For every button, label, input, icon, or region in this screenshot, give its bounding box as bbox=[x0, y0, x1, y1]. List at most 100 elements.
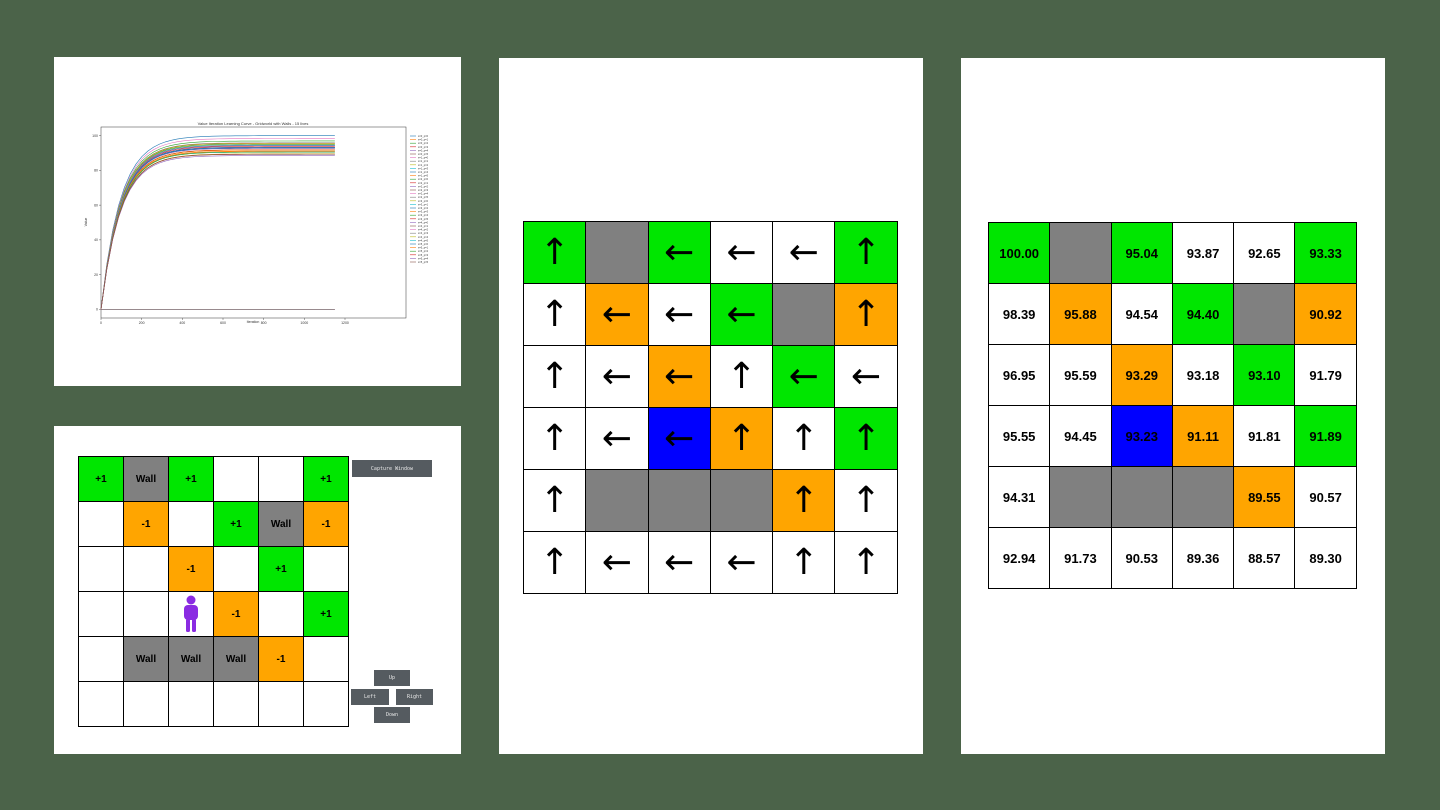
right-button[interactable]: Right bbox=[396, 689, 433, 705]
arrow-up-icon: ↑ bbox=[851, 418, 882, 459]
value-label: 94.40 bbox=[1186, 306, 1220, 322]
legend-entry: s=4_p=3 bbox=[418, 231, 429, 235]
value-label: 93.29 bbox=[1125, 367, 1159, 383]
arrow-up-icon: ↑ bbox=[726, 418, 757, 459]
arrow-up-icon: ↑ bbox=[539, 294, 570, 335]
legend-entry: s=2_p=2 bbox=[418, 184, 429, 188]
up-button[interactable]: Up bbox=[374, 670, 410, 686]
value-label: 94.31 bbox=[1002, 489, 1036, 505]
value-cell: 100.00 bbox=[989, 223, 1051, 284]
value-label: 93.18 bbox=[1186, 367, 1220, 383]
value-cell bbox=[1111, 467, 1173, 528]
y-tick-label: 100 bbox=[92, 134, 98, 138]
policy-cell: ↑ bbox=[524, 470, 587, 532]
arrow-up-icon: ↑ bbox=[539, 542, 570, 583]
policy-cell: ↑ bbox=[710, 346, 774, 408]
game-cell-label: +1 bbox=[230, 518, 242, 530]
value-cell: 88.57 bbox=[1234, 528, 1296, 589]
agent-icon bbox=[184, 595, 198, 632]
arrow-up-icon: ↑ bbox=[788, 542, 819, 583]
legend-entry: s=3_p=1 bbox=[418, 202, 429, 206]
value-cell: 92.65 bbox=[1234, 223, 1296, 284]
value-cell bbox=[1234, 284, 1296, 345]
policy-cell bbox=[773, 284, 836, 346]
arrow-left-icon: ← bbox=[601, 542, 633, 583]
series-line bbox=[100, 153, 335, 310]
game-cell: -1 bbox=[259, 637, 304, 682]
x-tick-label: 800 bbox=[261, 321, 267, 325]
legend-entry: s=3_p=3 bbox=[418, 210, 429, 214]
game-cell: +1 bbox=[304, 592, 349, 637]
policy-cell: ↑ bbox=[524, 284, 587, 346]
value-cell: 95.55 bbox=[989, 406, 1051, 467]
value-label: 90.53 bbox=[1125, 550, 1159, 566]
value-cell: 91.79 bbox=[1295, 345, 1357, 406]
value-label: 92.65 bbox=[1248, 245, 1281, 261]
arrow-left-icon: ← bbox=[664, 418, 695, 459]
value-label: 90.92 bbox=[1309, 306, 1342, 322]
policy-cell bbox=[648, 470, 711, 532]
policy-cell: ← bbox=[710, 284, 774, 346]
value-label: 94.54 bbox=[1125, 306, 1159, 322]
value-cell: 90.57 bbox=[1295, 467, 1357, 528]
policy-cell: ← bbox=[648, 284, 711, 346]
game-cell: +1 bbox=[169, 457, 214, 502]
game-cell-label: Wall bbox=[180, 653, 202, 665]
series-line bbox=[100, 145, 335, 310]
game-cell: Wall bbox=[169, 637, 214, 682]
value-cell: 94.45 bbox=[1050, 406, 1112, 467]
policy-cell: ↑ bbox=[773, 408, 836, 470]
game-cell bbox=[124, 547, 169, 592]
value-label: 89.30 bbox=[1309, 550, 1342, 566]
arrow-up-icon: ↑ bbox=[788, 418, 819, 459]
value-label: 88.57 bbox=[1248, 550, 1281, 566]
game-cell-label: +1 bbox=[320, 608, 332, 620]
legend-entry: s=5_p=1 bbox=[418, 246, 429, 250]
policy-cell: ↑ bbox=[524, 532, 587, 594]
game-cell bbox=[79, 502, 124, 547]
arrow-left-icon: ← bbox=[664, 356, 695, 397]
game-cell bbox=[259, 457, 304, 502]
game-cell bbox=[124, 682, 169, 727]
legend-entry: s=3_p=2 bbox=[418, 206, 429, 210]
value-cell: 89.55 bbox=[1234, 467, 1296, 528]
value-cell bbox=[1172, 467, 1235, 528]
capture-window-button[interactable]: Capture Window bbox=[352, 460, 432, 477]
game-cell bbox=[304, 637, 349, 682]
down-button[interactable]: Down bbox=[374, 707, 410, 723]
arrow-left-icon: ← bbox=[601, 356, 633, 397]
policy-cell: ← bbox=[586, 346, 649, 408]
value-cell bbox=[1050, 467, 1112, 528]
left-button[interactable]: Left bbox=[351, 689, 389, 705]
y-tick-label: 40 bbox=[94, 238, 98, 242]
value-cell: 94.40 bbox=[1172, 284, 1235, 345]
arrow-up-icon: ↑ bbox=[539, 356, 570, 397]
learning-curve-panel: Value Iteration Learning Curve - Gridwor… bbox=[54, 57, 461, 386]
arrow-left-icon: ← bbox=[664, 294, 695, 335]
y-tick-label: 0 bbox=[96, 308, 98, 312]
game-cell bbox=[79, 547, 124, 592]
legend-entry: s=4_p=5 bbox=[418, 238, 429, 242]
game-cell bbox=[304, 547, 349, 592]
value-cell: 93.18 bbox=[1172, 345, 1235, 406]
policy-cell: ← bbox=[648, 222, 711, 284]
arrow-up-icon: ↑ bbox=[851, 542, 882, 583]
value-label: 91.11 bbox=[1187, 428, 1219, 444]
legend-entry: s=5_p=0 bbox=[418, 242, 429, 246]
learning-curve-chart: Value Iteration Learning Curve - Gridwor… bbox=[84, 121, 429, 325]
game-cell-label: Wall bbox=[225, 653, 247, 665]
value-label: 89.55 bbox=[1248, 489, 1281, 505]
policy-cell: ← bbox=[648, 346, 711, 408]
legend-entry: s=2_p=5 bbox=[418, 195, 429, 199]
arrow-left-icon: ← bbox=[788, 356, 819, 397]
value-cell bbox=[1050, 223, 1112, 284]
game-cell bbox=[259, 682, 304, 727]
policy-cell: ← bbox=[586, 284, 649, 346]
game-cell bbox=[169, 502, 214, 547]
x-tick-label: 200 bbox=[139, 321, 145, 325]
x-tick-label: 1200 bbox=[341, 321, 349, 325]
value-cell: 90.92 bbox=[1295, 284, 1357, 345]
policy-cell: ← bbox=[773, 346, 836, 408]
